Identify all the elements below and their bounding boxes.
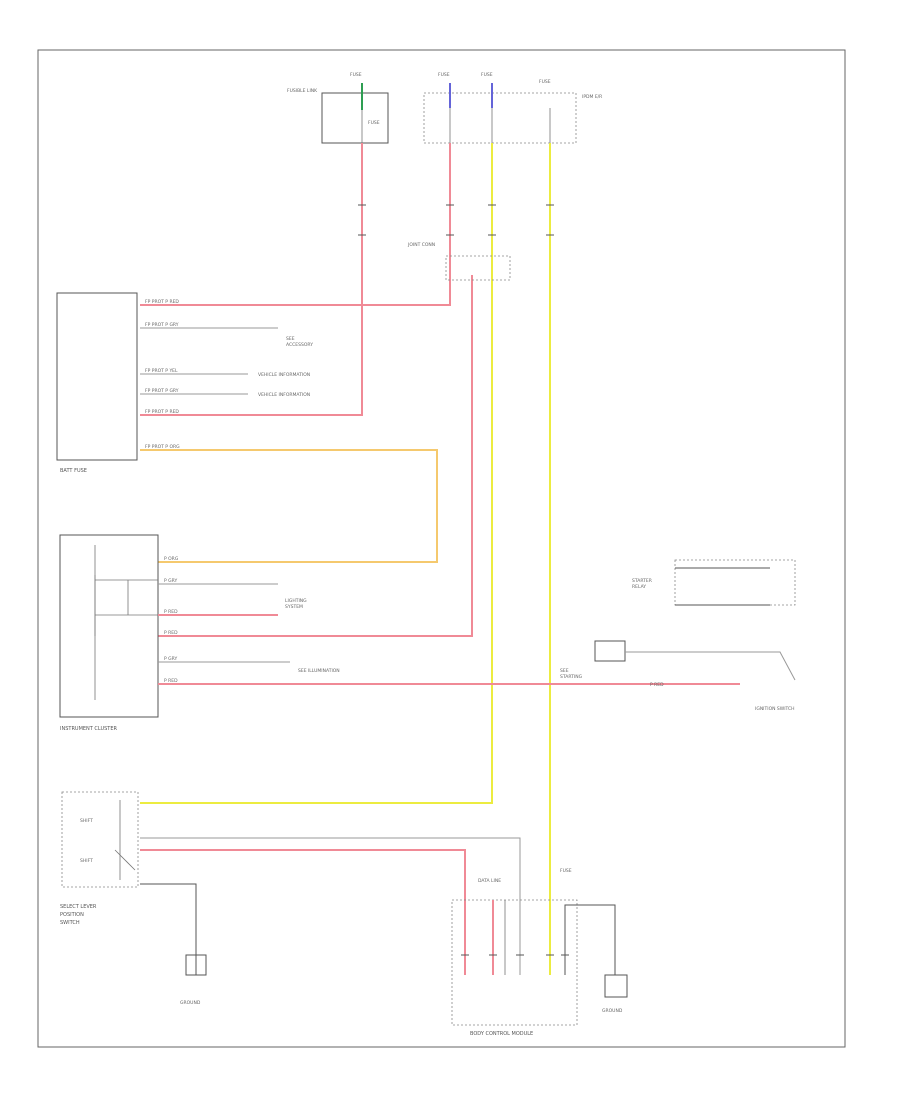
label-batt: BATT FUSE [60,468,87,474]
module-instrument-cluster: INSTRUMENT CLUSTER [59,534,159,732]
ground-1: GROUND [180,954,207,1006]
module-batt-labels: FP PROT P RED FP PROT P GRY FP PROT P YE… [145,299,313,450]
module-right-top: STARTER RELAY [632,559,796,606]
wire-red-fuse2 [140,143,451,306]
svg-text:DATA LINE: DATA LINE [478,878,501,884]
svg-text:P GRY: P GRY [164,656,177,662]
wire-red-fuse2b [158,275,473,637]
svg-text:P RED: P RED [164,678,178,684]
wire-yellow-fuse3 [140,143,493,804]
svg-text:LIGHTING: LIGHTING [285,598,307,604]
svg-text:P GRY: P GRY [164,578,177,584]
module-right-switch: SEE STARTING IGNITION SWITCH P RED [560,640,796,712]
connector-marks [358,204,554,236]
fuse-block-left: FUSIBLE LINK FUSE FUSE [287,72,389,144]
svg-text:SHIFT: SHIFT [80,818,93,824]
label-body-control: BODY CONTROL MODULE [470,1031,533,1037]
svg-text:FUSE: FUSE [560,868,572,874]
svg-text:JOINT CONN: JOINT CONN [407,242,435,248]
diagram-frame [37,49,846,1048]
svg-text:FP PROT P RED: FP PROT P RED [145,299,179,305]
svg-text:FP PROT P YEL: FP PROT P YEL [145,368,178,374]
svg-text:FP PROT P GRY: FP PROT P GRY [145,388,179,394]
svg-text:FP PROT P RED: FP PROT P RED [145,409,179,415]
svg-text:SEE: SEE [286,336,295,342]
svg-text:GROUND: GROUND [180,1000,201,1006]
svg-text:FUSE: FUSE [350,72,362,78]
wire-orange [140,449,438,563]
wire-black-shift [140,883,197,975]
svg-text:STARTER: STARTER [632,578,652,584]
svg-text:P RED: P RED [164,609,178,615]
svg-text:SELECT LEVER: SELECT LEVER [60,904,97,910]
module-batt: BATT FUSE [56,292,138,474]
wire-red-shift [140,849,466,975]
svg-text:FP PROT P ORG: FP PROT P ORG [145,444,180,450]
fuse-block-right: FUSE FUSE FUSE IPDM E/R [423,72,602,144]
svg-text:RELAY: RELAY [632,584,646,590]
svg-text:VEHICLE INFORMATION: VEHICLE INFORMATION [258,372,310,378]
svg-text:FP PROT P GRY: FP PROT P GRY [145,322,179,328]
svg-text:P RED: P RED [650,682,664,688]
svg-text:STARTING: STARTING [560,674,583,680]
joint-connector: JOINT CONN [407,242,511,281]
svg-text:P RED: P RED [164,630,178,636]
svg-text:IGNITION SWITCH: IGNITION SWITCH [755,706,795,712]
svg-text:SEE ILLUMINATION: SEE ILLUMINATION [298,668,340,674]
svg-text:FUSE: FUSE [438,72,450,78]
svg-text:FUSE: FUSE [539,79,551,85]
ic-labels: P ORG P GRY P RED P RED P GRY P RED LIGH… [164,556,340,684]
svg-text:IPDM E/R: IPDM E/R [582,94,602,100]
svg-text:FUSIBLE LINK: FUSIBLE LINK [287,88,318,94]
ground-2: GROUND [602,974,628,1014]
module-body-control: BODY CONTROL MODULE DATA LINE FUSE [451,868,616,1037]
svg-text:SWITCH: SWITCH [60,920,80,926]
svg-text:SEE: SEE [560,668,569,674]
label-instrument-cluster: INSTRUMENT CLUSTER [60,726,118,732]
svg-text:GROUND: GROUND [602,1008,623,1014]
wire-gray-shift [140,837,521,975]
svg-text:VEHICLE INFORMATION: VEHICLE INFORMATION [258,392,310,398]
svg-text:ACCESSORY: ACCESSORY [286,342,313,348]
module-shift-lever: SHIFT SHIFT SELECT LEVER POSITION SWITCH [60,791,139,926]
svg-text:SHIFT: SHIFT [80,858,93,864]
svg-text:FUSE: FUSE [481,72,493,78]
svg-text:FUSE: FUSE [368,120,380,126]
wire-red-fuse1 [140,143,363,416]
svg-text:SYSTEM: SYSTEM [285,604,303,610]
svg-text:POSITION: POSITION [60,912,84,918]
svg-text:P ORG: P ORG [164,556,179,562]
